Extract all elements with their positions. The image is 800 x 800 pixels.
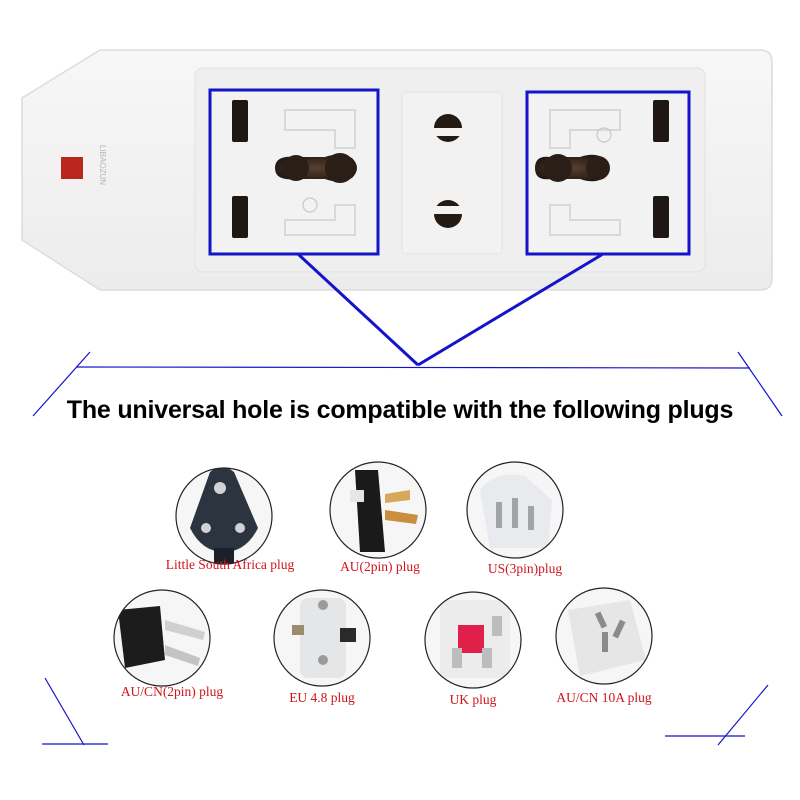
callout-lines: [32, 252, 783, 746]
right-universal-socket: [527, 92, 689, 254]
plug-label: EU 4.8 plug: [289, 690, 355, 705]
au-2pin-plug-icon: [329, 461, 427, 559]
plug-label: AU/CN(2pin) plug: [120, 684, 224, 699]
right-socket-frame: [525, 90, 691, 256]
ground-symbol-icon: [302, 197, 318, 213]
middle-2pin-socket: [401, 91, 503, 255]
plug-label: UK plug: [449, 692, 497, 707]
headline: The universal hole is compatible with th…: [66, 396, 734, 424]
plug-label: Little South Africa plug: [165, 557, 295, 572]
plug-label: AU(2pin) plug: [340, 559, 420, 574]
indicator-light: [61, 157, 83, 179]
south-africa-plug-icon: [175, 467, 273, 565]
left-universal-socket: [212, 90, 378, 254]
eu-plug-icon: [273, 589, 371, 687]
au-cn-10a-plug-icon: [555, 587, 653, 685]
au-cn-2pin-plug-icon: [113, 589, 211, 687]
uk-plug-icon: [424, 591, 522, 689]
us-3pin-plug-icon: [466, 461, 564, 559]
brand-text: LIBAOZUN: [98, 145, 107, 185]
plug-label: AU/CN 10A plug: [556, 690, 652, 705]
ground-symbol-icon: [596, 127, 612, 143]
plug-label: US(3pin)plug: [487, 561, 563, 576]
left-socket-frame: [208, 88, 380, 256]
